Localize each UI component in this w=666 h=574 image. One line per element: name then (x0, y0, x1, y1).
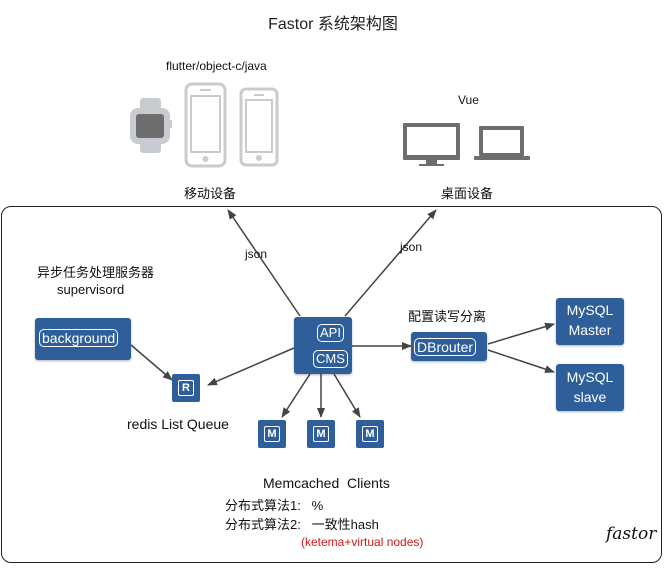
json-label-right: json (400, 240, 423, 254)
arrow-core-to-mobile (227, 209, 301, 317)
arrow-core-to-redis (207, 347, 295, 386)
arrow-background-to-redis (130, 344, 173, 381)
memcached-node-icon-1: M (258, 420, 286, 448)
background-worker-label: background (39, 329, 119, 347)
mysql-master-line2: Master (568, 322, 612, 338)
arrow-dbrouter-to-slave (487, 349, 555, 373)
mysql-slave-line2: slave (573, 389, 607, 405)
mysql-slave-box: MySQL slave (556, 364, 624, 411)
memcached-note: (ketema+virtual nodes) (301, 535, 424, 549)
cms-label: CMS (313, 350, 348, 368)
server-frame (1, 206, 662, 563)
laptop-icon (474, 126, 530, 160)
arrow-core-to-memcached-3 (333, 373, 361, 418)
async-server-subtitle: supervisord (57, 282, 125, 297)
mysql-slave-line1: MySQL (566, 369, 614, 385)
memcached-node-icon-2: M (307, 420, 335, 448)
api-cms-server-box: API CMS (294, 317, 352, 374)
dbrouter-box: DBrouter (411, 332, 487, 361)
async-server-title: 异步任务处理服务器 (37, 265, 155, 280)
redis-queue-label: redis List Queue (127, 416, 229, 432)
mobile-platforms-label: flutter/object-c/java (166, 59, 267, 73)
redis-queue-icon: R (172, 374, 200, 402)
desktop-framework-label: Vue (458, 93, 479, 107)
diagram-title: Fastor 系统架构图 (268, 16, 398, 33)
brand-logo: fastor (606, 524, 657, 544)
background-worker-box: background (35, 318, 131, 360)
arrow-dbrouter-to-master (487, 322, 555, 345)
api-label: API (317, 324, 344, 342)
desktop-devices-label: 桌面设备 (441, 186, 494, 201)
json-label-left: json (245, 247, 268, 261)
mysql-master-line1: MySQL (566, 302, 614, 318)
arrow-core-to-desktop (344, 209, 437, 317)
mysql-master-box: MySQL Master (556, 298, 624, 345)
arrow-core-to-memcached-1 (281, 373, 311, 418)
memcached-algo2: 分布式算法2: 一致性hash (225, 517, 379, 532)
rw-split-label: 配置读写分离 (408, 309, 487, 324)
memcached-algo1: 分布式算法1: % (225, 498, 324, 513)
dbrouter-label: DBrouter (414, 338, 477, 356)
memcached-node-icon-3: M (356, 420, 384, 448)
memcached-title: Memcached Clients (263, 475, 390, 491)
monitor-icon (403, 123, 460, 166)
smartphone-icon (184, 82, 227, 168)
smartphone-icon-2 (239, 87, 279, 167)
smartwatch-icon (130, 98, 172, 153)
mobile-devices-label: 移动设备 (184, 186, 237, 201)
